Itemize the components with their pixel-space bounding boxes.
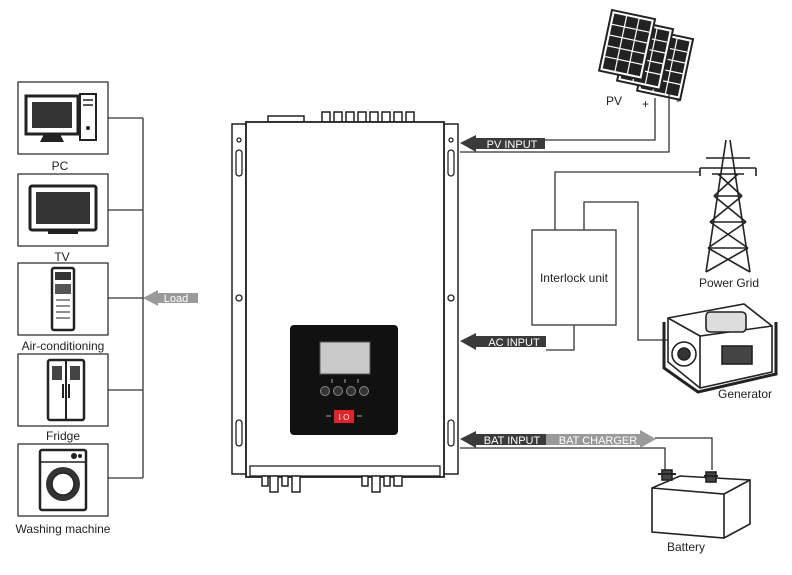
air-conditioning-load: Air-conditioning <box>17 262 109 353</box>
pv-minus-label: - <box>676 93 680 107</box>
panel-button-1[interactable] <box>320 386 330 396</box>
solar-panel-front <box>597 8 657 81</box>
bat-input-arrow: BAT INPUT <box>460 431 546 448</box>
washing-machine-icon <box>38 448 88 512</box>
pv-input-label: PV INPUT <box>487 139 538 151</box>
bat-input-label: BAT INPUT <box>484 435 541 447</box>
battery-label: Battery <box>667 540 705 554</box>
battery-icon <box>651 469 751 539</box>
fridge-icon <box>46 358 86 422</box>
generator-icon <box>662 303 778 394</box>
panel-button-3[interactable] <box>346 386 356 396</box>
generator-label: Generator <box>718 387 772 401</box>
load-arrow: Load <box>143 290 198 306</box>
control-panel <box>290 325 398 435</box>
bottom-terminals <box>261 475 403 493</box>
power-grid-label: Power Grid <box>699 276 759 290</box>
pc-load: PC <box>17 81 109 173</box>
flange-slots <box>235 137 455 447</box>
fridge-label: Fridge <box>46 429 80 443</box>
tv-label: TV <box>54 250 69 264</box>
panel-buttons <box>320 379 369 396</box>
interlock-wiring <box>546 171 700 351</box>
power-switch[interactable] <box>334 410 354 423</box>
washing-machine-load: Washing machine <box>16 443 111 536</box>
washing-machine-label: Washing machine <box>16 522 111 536</box>
tv-icon <box>28 184 98 234</box>
pv-wiring <box>460 94 670 153</box>
air-conditioning-label: Air-conditioning <box>22 339 105 353</box>
interlock-unit-label: Interlock unit <box>540 271 609 285</box>
power-grid-tower-icon <box>699 139 757 273</box>
battery-wiring <box>460 437 713 470</box>
tv-load: TV <box>17 173 109 264</box>
pv-input-arrow: PV INPUT <box>460 135 545 152</box>
pv-panels: PV + - <box>597 8 695 111</box>
power-switch-label: I O <box>339 413 350 422</box>
pv-plus-label: + <box>642 97 649 111</box>
ac-input-label: AC INPUT <box>488 337 540 349</box>
pv-label: PV <box>606 94 622 108</box>
lcd-screen <box>319 341 371 375</box>
pc-icon <box>24 93 97 142</box>
load-arrow-label: Load <box>164 293 188 305</box>
inverter-bottom <box>249 465 441 477</box>
interlock-unit: Interlock unit <box>531 229 617 326</box>
panel-button-4[interactable] <box>359 386 369 396</box>
panel-button-2[interactable] <box>333 386 343 396</box>
ac-input-arrow: AC INPUT <box>460 333 546 350</box>
fridge-load: Fridge <box>17 353 109 443</box>
pc-label: PC <box>52 159 69 173</box>
bat-charger-arrow: BAT CHARGER <box>546 430 656 448</box>
bat-charger-label: BAT CHARGER <box>559 435 637 447</box>
air-conditioner-icon <box>50 266 76 332</box>
inverter-unit: I O <box>231 111 459 493</box>
top-terminals <box>267 111 415 123</box>
